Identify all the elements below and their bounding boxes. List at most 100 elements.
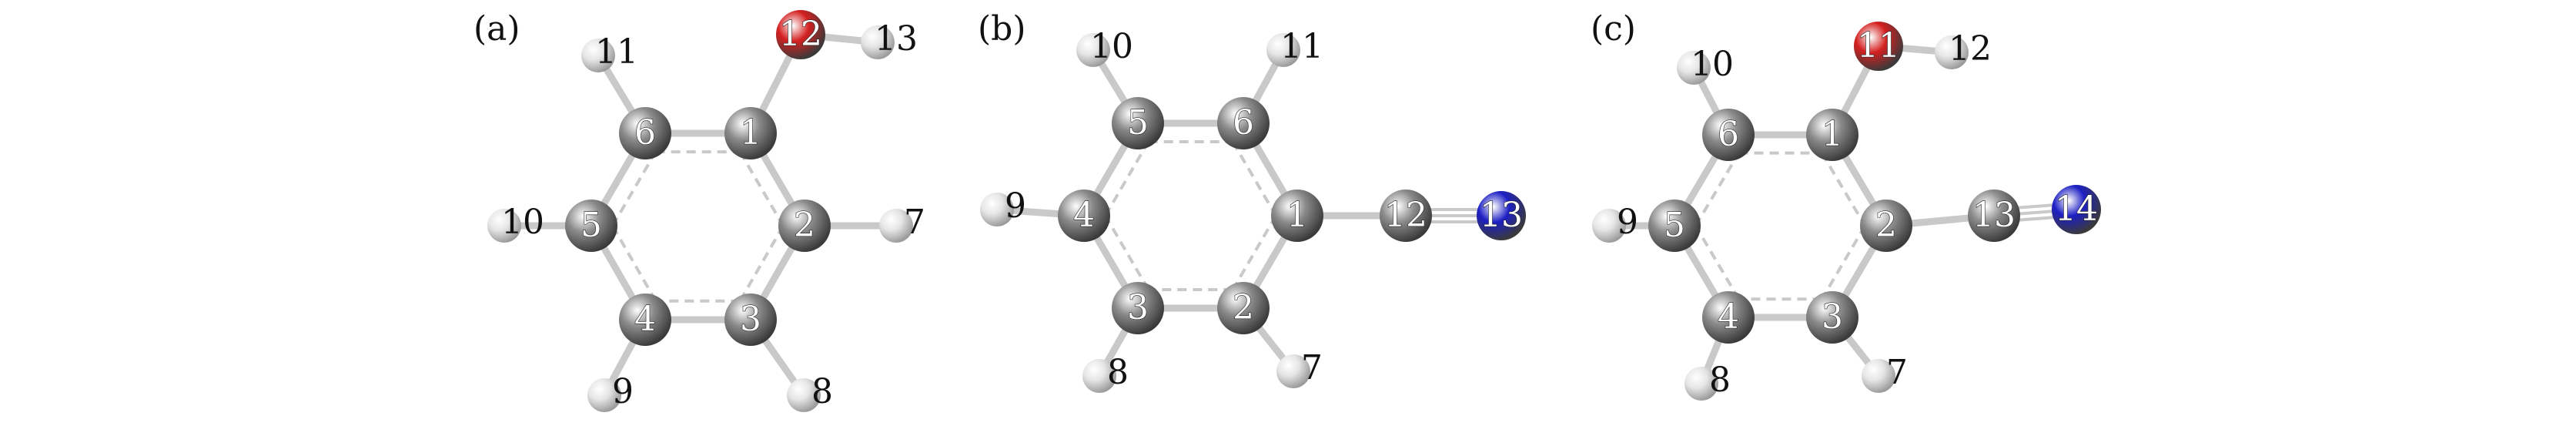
aromatic-bond [1694,225,1741,300]
atom-sphere [980,193,1014,226]
atom-sphere [1112,282,1164,334]
atom-label: 13 [1480,196,1523,235]
atom-label: 7 [1886,353,1908,392]
atom-label: 8 [811,372,833,411]
atom-label: 8 [1709,361,1731,400]
atom-label: 11 [1857,26,1900,65]
atom-label: 9 [1005,186,1026,226]
atom-h-9: 9 [980,186,1026,226]
aromatic-bond [611,225,657,302]
atom-sphere [1082,359,1116,393]
atom-label: 5 [1664,206,1685,245]
atom-sphere [1112,97,1164,149]
atom-label: 2 [794,206,815,245]
aromatic-bond [1820,152,1867,227]
aromatic-bond [1103,140,1150,217]
atom-c-6: 6 [1702,109,1755,161]
atom-c-13: 13 [1968,190,2020,242]
atom-label: 10 [1691,45,1734,84]
atom-c-12: 12 [1380,190,1432,242]
atom-sphere [724,107,777,159]
aromatic-bond [1231,214,1278,291]
atom-label: 4 [1718,297,1739,337]
atom-sphere [1702,109,1755,161]
atom-sphere [776,10,825,59]
atom-h-10: 10 [487,203,544,243]
panel-label-a: (a) [473,9,520,49]
atom-label: 10 [501,203,544,242]
atom-sphere [1266,33,1300,67]
atom-c-5: 5 [1648,200,1701,252]
atom-sphere [1380,190,1432,242]
panel-label-c: (c) [1591,9,1636,49]
atom-h-9: 9 [587,372,634,412]
atom-h-11: 11 [581,32,638,72]
atom-label: 9 [612,372,634,411]
atom-sphere [1860,200,1912,252]
atom-c-1: 1 [1806,109,1858,161]
atom-n-14: 14 [2052,185,2101,234]
atom-h-9: 9 [1592,203,1638,243]
atom-o-11: 11 [1854,22,1903,71]
atom-c-2: 2 [1860,200,1912,252]
atom-label: 13 [875,19,918,59]
atom-label: 8 [1107,353,1129,392]
atom-label: 5 [1127,103,1149,143]
atom-label: 11 [1280,27,1323,66]
atom-label: 13 [1972,196,2016,235]
atom-c-3: 3 [1112,282,1164,334]
atom-c-2: 2 [1217,282,1270,334]
atom-sphere [1217,97,1270,149]
atom-sphere [1276,354,1310,388]
atom-label: 1 [740,113,761,153]
atom-label: 7 [1301,348,1323,387]
atom-h-8: 8 [1082,353,1129,393]
atom-sphere [1854,22,1903,71]
atom-h-7: 7 [879,203,925,243]
atom-h-7: 7 [1276,348,1323,388]
atom-sphere [581,39,615,72]
atom-label: 6 [1718,115,1739,154]
atom-c-1: 1 [1271,190,1323,242]
aromatic-bond [1694,152,1741,227]
atom-sphere [619,294,671,346]
atom-h-7: 7 [1862,353,1908,393]
atom-c-5: 5 [1112,97,1164,149]
atom-c-4: 4 [1702,291,1755,344]
aromatic-bond [738,225,785,302]
atom-label: 11 [595,32,638,72]
atom-sphere [2052,185,2101,234]
atom-sphere [1648,200,1701,252]
atom-sphere [1862,359,1895,393]
atom-n-13: 13 [1477,191,1526,240]
atom-c-2: 2 [778,200,831,252]
aromatic-bond [738,151,785,227]
atom-c-5: 5 [565,200,617,252]
atom-h-12: 12 [1935,29,1992,69]
atom-h-10: 10 [1677,45,1734,85]
atom-sphere [1806,109,1858,161]
atom-label: 4 [634,300,656,339]
atom-o-12: 12 [776,10,825,59]
aromatic-bond [1231,140,1278,217]
atom-h-13: 13 [861,19,918,59]
atom-c-3: 3 [724,294,777,346]
atom-sphere [1702,291,1755,344]
atom-sphere [565,200,617,252]
atom-h-8: 8 [1684,361,1731,401]
atom-sphere [879,209,913,243]
atom-label: 2 [1875,206,1897,245]
atom-sphere [1935,35,1969,69]
atom-label: 12 [779,15,822,54]
atom-sphere [724,294,777,346]
atom-sphere [1677,51,1711,85]
atom-h-10: 10 [1076,27,1133,67]
atom-c-4: 4 [619,294,671,346]
atom-label: 12 [1384,196,1427,235]
atom-sphere [1477,191,1526,240]
atom-h-11: 11 [1266,27,1323,67]
atom-sphere [778,200,831,252]
